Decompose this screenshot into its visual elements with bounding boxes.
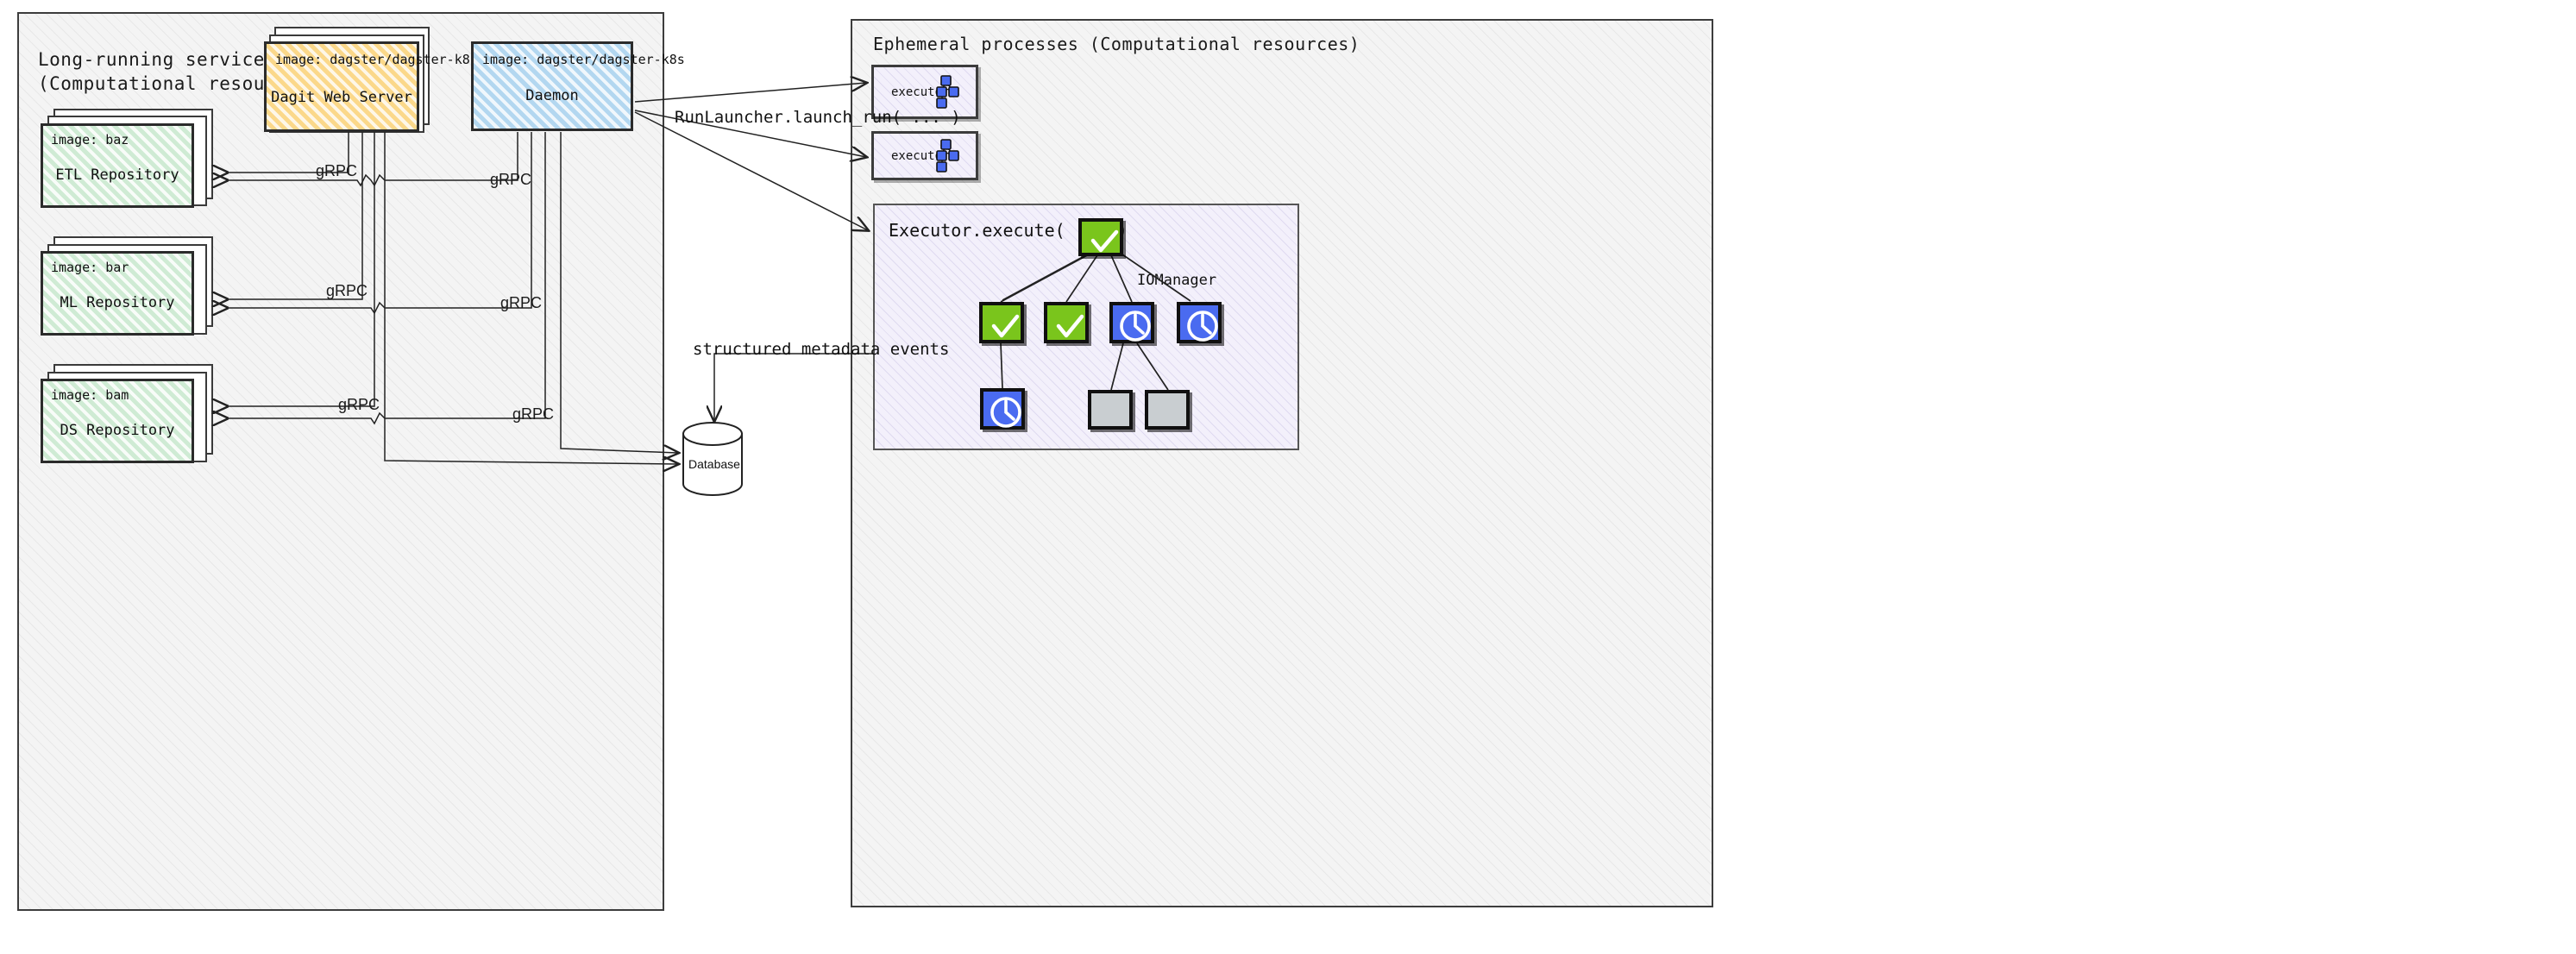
ds-repo-main-label: DS Repository	[60, 422, 175, 439]
ml-repository-card[interactable]: image: bar ML Repository	[41, 251, 194, 336]
etl-repo-image-label: image: baz	[51, 132, 129, 147]
dagit-main-label: Dagit Web Server	[271, 89, 412, 106]
dag-node-d[interactable]	[1177, 302, 1222, 343]
ml-repo-image-label: image: bar	[51, 260, 129, 275]
dag-node-b[interactable]	[1044, 302, 1089, 343]
clock-icon	[1187, 311, 1218, 342]
dag-node-a[interactable]	[979, 302, 1024, 343]
etl-repository-card[interactable]: image: baz ETL Repository	[41, 123, 194, 208]
dag-node-g[interactable]	[1145, 390, 1190, 430]
executor-label-1: executor	[891, 85, 950, 99]
ephemeral-processes-panel	[851, 19, 1713, 907]
check-icon	[991, 314, 1020, 338]
node-graph-icon	[934, 136, 964, 176]
iomanager-label: IOManager	[1137, 272, 1217, 289]
long-running-services-title-line1: Long-running services	[38, 49, 277, 70]
daemon-main-label: Daemon	[525, 87, 579, 104]
clock-icon	[990, 397, 1021, 428]
executor-box-1[interactable]: executor	[871, 65, 978, 119]
daemon-card[interactable]: image: dagster/dagster-k8s Daemon	[471, 41, 685, 131]
clock-icon	[1120, 311, 1151, 342]
check-icon	[1090, 229, 1119, 253]
grpc-label-dagit-ds: gRPC	[338, 396, 380, 413]
dag-node-c[interactable]	[1109, 302, 1154, 343]
executor-label-2: executor	[891, 148, 950, 163]
ds-repository-card[interactable]: image: bam DS Repository	[41, 379, 194, 463]
metadata-events-label: structured metadata events	[693, 340, 950, 359]
grpc-label-dagit-ml: gRPC	[326, 282, 368, 299]
ds-repo-image-label: image: bam	[51, 387, 129, 403]
database-label: Database	[688, 457, 740, 471]
check-icon	[1056, 314, 1084, 338]
dag-node-e[interactable]	[980, 388, 1025, 430]
grpc-label-daemon-etl: gRPC	[490, 171, 532, 188]
dagit-image-label: image: dagster/dagster-k8s	[275, 52, 478, 67]
daemon-image-label: image: dagster/dagster-k8s	[482, 52, 685, 67]
ml-repo-main-label: ML Repository	[60, 294, 175, 311]
node-graph-icon	[934, 72, 964, 112]
dag-node-f[interactable]	[1088, 390, 1133, 430]
ephemeral-processes-title: Ephemeral processes (Computational resou…	[873, 34, 1360, 54]
dag-node-root[interactable]	[1078, 218, 1123, 256]
executor-box-2[interactable]: executor	[871, 131, 978, 180]
dagit-web-server-card[interactable]: image: dagster/dagster-k8s Dagit Web Ser…	[264, 41, 478, 132]
grpc-label-daemon-ds: gRPC	[512, 405, 555, 423]
etl-repo-main-label: ETL Repository	[55, 166, 179, 184]
grpc-label-dagit-etl: gRPC	[316, 162, 358, 179]
grpc-label-daemon-ml: gRPC	[500, 294, 543, 311]
run-launcher-label: RunLauncher.launch_run( ... )	[675, 108, 961, 127]
